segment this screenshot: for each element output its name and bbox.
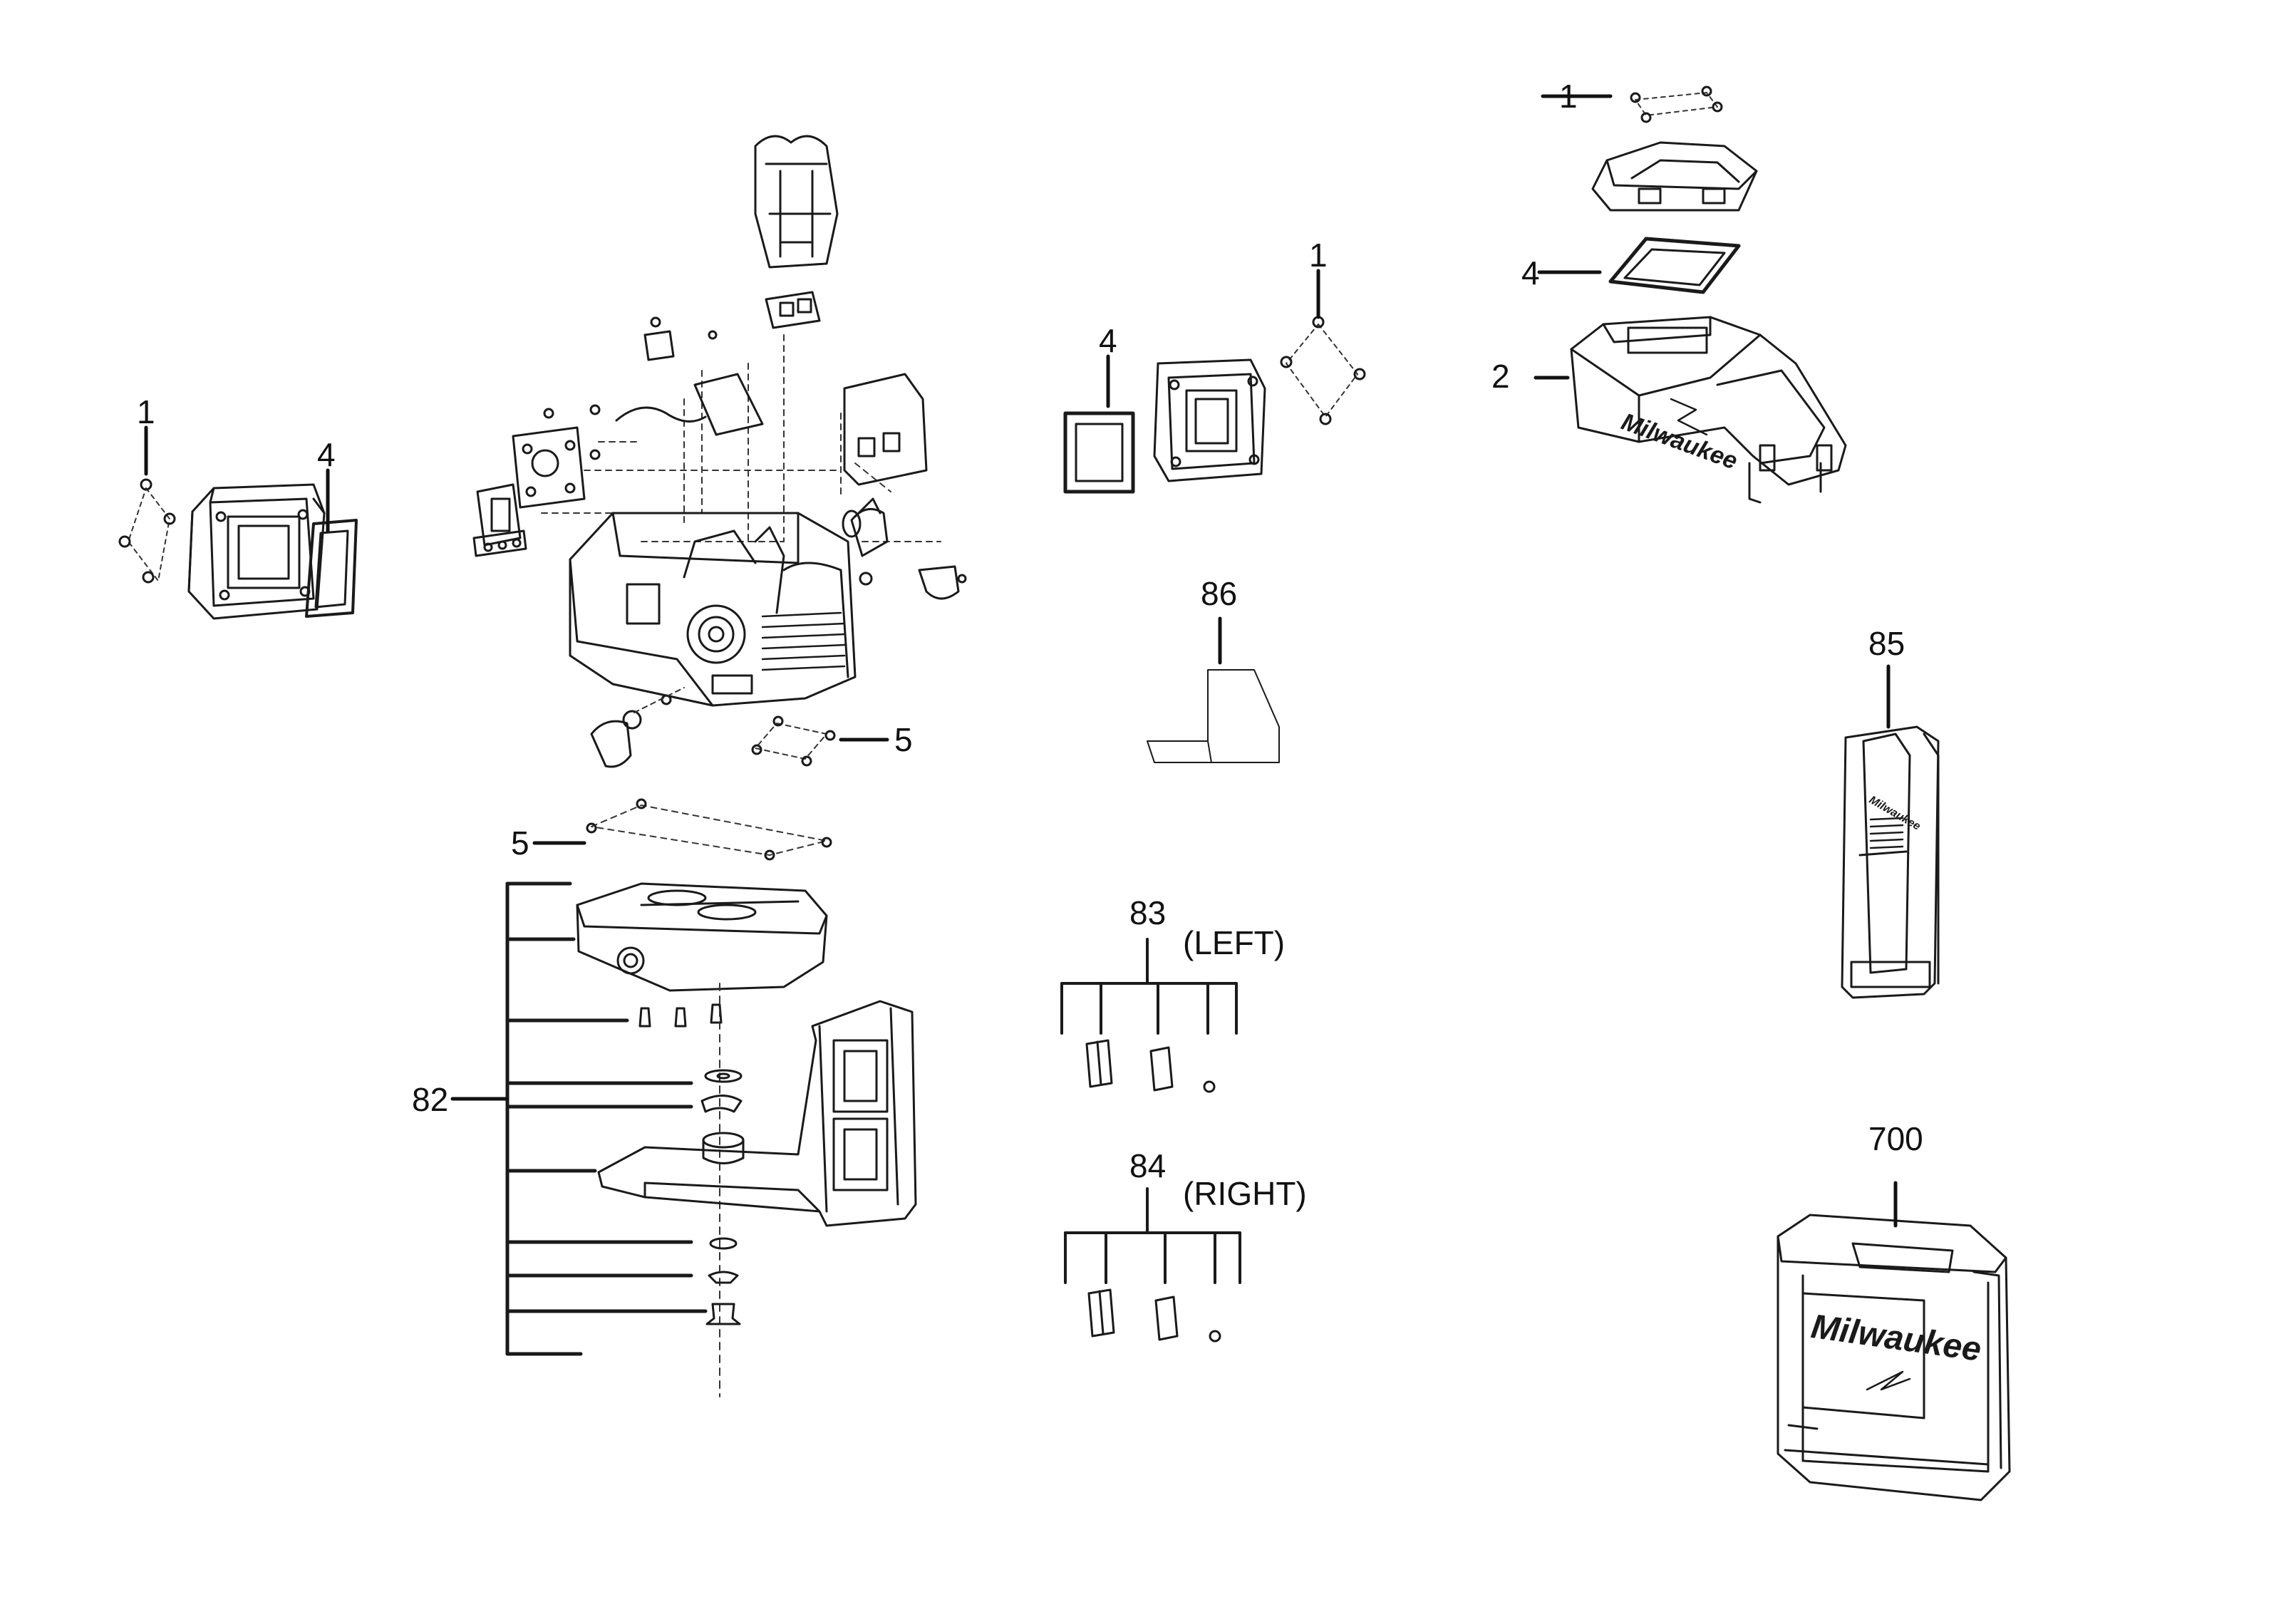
holder-85 xyxy=(1841,725,1940,999)
label-glass-mid: 4 xyxy=(1099,322,1117,359)
main-housing-body xyxy=(569,512,857,707)
label-glass-top: 4 xyxy=(1521,254,1540,291)
carry-case xyxy=(1777,1214,2011,1501)
top-screws xyxy=(1630,86,1723,123)
l-bracket xyxy=(597,1000,917,1227)
label-holder: 85 xyxy=(1868,625,1905,662)
label-carry-case: 700 xyxy=(1868,1120,1923,1157)
pcb-board xyxy=(615,316,764,436)
mode-knob xyxy=(590,687,685,768)
bracket-small-screws xyxy=(638,983,723,1397)
laser-top-optics xyxy=(754,135,839,269)
control-panel-plate xyxy=(512,404,601,509)
label-left-kit-note: (LEFT) xyxy=(1183,924,1286,961)
label-screws-top: 1 xyxy=(1559,78,1578,115)
label-bottom-screws: 5 xyxy=(894,721,913,758)
magnet-kit-84 xyxy=(1064,1187,1241,1284)
left-window-frame xyxy=(187,483,326,620)
middle-window-frame xyxy=(1153,358,1266,482)
label-glass-left: 4 xyxy=(317,436,336,473)
button-module xyxy=(472,483,527,557)
bottom-screws-5 xyxy=(751,715,836,767)
magnet-kit-83-parts xyxy=(1085,1039,1216,1093)
label-target-plate: 86 xyxy=(1201,575,1238,612)
laser-module-small xyxy=(765,291,821,329)
label-screws-mid: 1 xyxy=(1309,237,1328,274)
side-plate xyxy=(843,373,928,486)
top-glass xyxy=(1608,237,1741,294)
label-screws-left: 1 xyxy=(137,393,155,430)
lens-knob-parts xyxy=(842,497,967,600)
magnet-kit-84-parts xyxy=(1087,1288,1221,1343)
left-window-glass xyxy=(305,519,358,618)
base-screws-5 xyxy=(586,798,832,861)
rotating-base xyxy=(576,882,828,992)
middle-window-glass xyxy=(1063,411,1135,494)
middle-window-screws xyxy=(1280,316,1366,425)
label-base-screws: 5 xyxy=(511,824,529,862)
case-logo: Milwaukee xyxy=(1809,1308,1983,1369)
brand-logos: Milwaukee Milwaukee Milwaukee xyxy=(1618,408,1983,1369)
label-left-kit: 83 xyxy=(1129,894,1167,931)
target-plate xyxy=(1147,669,1280,763)
leader-lines xyxy=(144,94,1898,1228)
label-housing: 2 xyxy=(1491,358,1510,395)
label-right-kit: 84 xyxy=(1129,1147,1167,1184)
magnet-kit-83 xyxy=(1060,938,1238,1035)
label-bracket-assembly: 82 xyxy=(412,1081,449,1118)
bracket-washers xyxy=(700,1069,743,1325)
left-window-screws xyxy=(118,478,176,584)
label-right-kit-note: (RIGHT) xyxy=(1183,1175,1307,1212)
outer-housing xyxy=(1570,316,1847,504)
bracket-tree xyxy=(505,881,708,1356)
top-cap xyxy=(1591,141,1758,212)
